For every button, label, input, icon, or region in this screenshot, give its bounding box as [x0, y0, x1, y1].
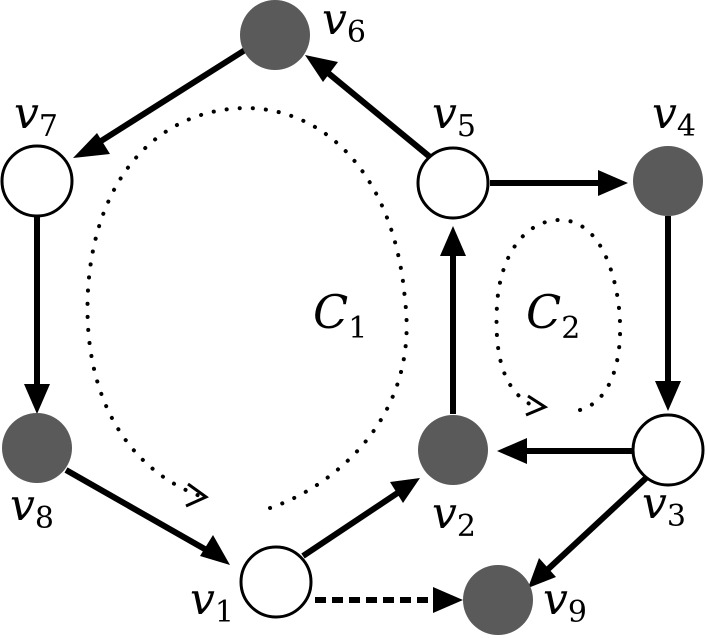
- label-c1: C1: [313, 285, 367, 346]
- edge-v8-v1-arrowhead: [200, 535, 230, 565]
- edge-v6-v7-arrowhead: [73, 133, 110, 158]
- edge-v1-v2-arrowhead: [390, 478, 420, 503]
- edge-v5-v6-arrowhead: [305, 55, 338, 82]
- label-v2: v2: [432, 488, 476, 544]
- edge-v3-v9: [542, 475, 649, 575]
- node-labels: v1 v2 v3 v4 v5 v6 v7 v8 v9 C1 C2: [10, 0, 696, 630]
- edge-v5-v4-arrowhead: [598, 170, 628, 196]
- node-v1: [239, 545, 313, 619]
- node-v9: [463, 565, 533, 635]
- edge-v7-v8-arrowhead: [24, 384, 50, 414]
- cycle-c1-arrowhead: [185, 482, 209, 508]
- label-v6: v6: [322, 0, 366, 50]
- edge-v5-v6: [320, 65, 432, 160]
- edge-v1-v9-arrowhead: [433, 587, 463, 613]
- edge-v8-v1: [64, 467, 226, 563]
- label-v4: v4: [652, 88, 696, 144]
- label-v5: v5: [432, 88, 476, 144]
- node-v2: [418, 415, 488, 485]
- edge-v3-v2-arrowhead: [497, 438, 527, 464]
- edge-v6-v7: [88, 47, 247, 151]
- edges: [24, 47, 681, 613]
- node-v5: [416, 146, 490, 220]
- cycle-c2-loop: [494, 217, 623, 412]
- node-v7: [0, 144, 74, 218]
- label-v7: v7: [14, 88, 58, 144]
- label-v8: v8: [10, 480, 54, 536]
- node-v6: [240, 0, 310, 70]
- label-v3: v3: [642, 478, 686, 534]
- edge-v2-v5-arrowhead: [440, 226, 466, 256]
- label-v9: v9: [543, 574, 587, 630]
- node-v4: [633, 146, 703, 216]
- label-v1: v1: [190, 574, 234, 630]
- cycle-c1-loop: [85, 105, 409, 510]
- label-c2: C2: [526, 285, 580, 346]
- edge-v4-v3-arrowhead: [655, 381, 681, 411]
- cycle-c2-arrowhead: [525, 394, 549, 417]
- edge-v3-v9-arrowhead: [528, 558, 556, 588]
- node-v3: [631, 413, 705, 487]
- node-v8: [2, 413, 72, 483]
- edge-v1-v2: [301, 483, 410, 559]
